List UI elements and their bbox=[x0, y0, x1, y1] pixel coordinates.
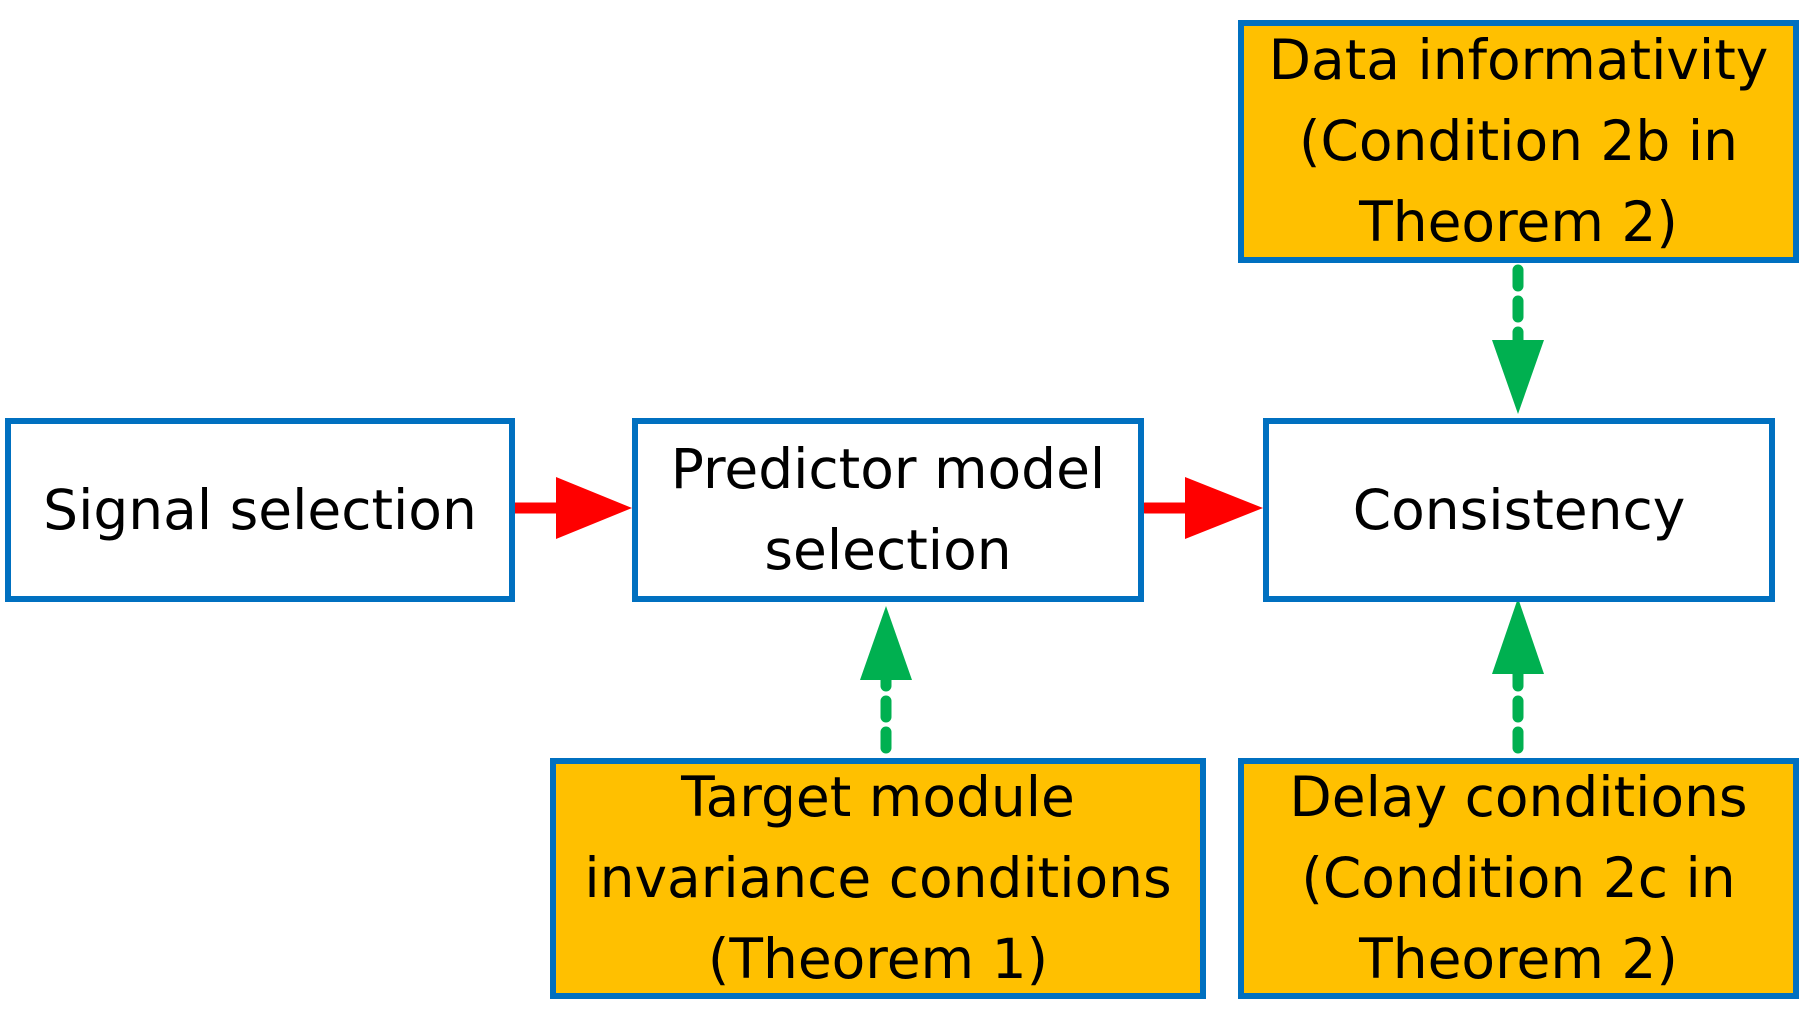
arrow-predictor-to-consistency bbox=[1139, 477, 1263, 539]
target-module-line-2: invariance conditions bbox=[584, 846, 1172, 910]
data-informativity-box: Data informativity (Condition 2b in Theo… bbox=[1238, 20, 1799, 263]
consistency-box: Consistency bbox=[1263, 418, 1775, 602]
delay-conditions-line-3: Theorem 2) bbox=[1359, 927, 1678, 991]
target-module-invariance-box: Target module invariance conditions (The… bbox=[550, 758, 1206, 999]
arrow-data-informativity-to-consistency bbox=[1492, 264, 1544, 414]
signal-selection-text: Signal selection bbox=[43, 470, 477, 551]
predictor-model-selection-text: Predictor model selection bbox=[671, 429, 1105, 591]
delay-conditions-box: Delay conditions (Condition 2c in Theore… bbox=[1238, 758, 1799, 999]
data-informativity-line-3: Theorem 2) bbox=[1359, 190, 1678, 254]
target-module-line-3: (Theorem 1) bbox=[707, 927, 1049, 991]
delay-conditions-text: Delay conditions (Condition 2c in Theore… bbox=[1289, 757, 1747, 1000]
predictor-model-selection-box: Predictor model selection bbox=[632, 418, 1144, 602]
signal-selection-line-1: Signal selection bbox=[43, 477, 477, 542]
data-informativity-line-2: (Condition 2b in bbox=[1299, 109, 1738, 173]
predictor-model-selection-line-2: selection bbox=[764, 518, 1012, 582]
predictor-model-selection-line-1: Predictor model bbox=[670, 437, 1106, 501]
target-module-line-1: Target module bbox=[681, 765, 1075, 829]
arrow-signal-to-predictor bbox=[506, 477, 632, 539]
data-informativity-text: Data informativity (Condition 2b in Theo… bbox=[1269, 20, 1769, 263]
delay-conditions-line-2: (Condition 2c in bbox=[1301, 846, 1736, 910]
delay-conditions-line-1: Delay conditions bbox=[1289, 765, 1748, 829]
data-informativity-line-1: Data informativity bbox=[1268, 28, 1769, 92]
arrow-delay-conditions-to-consistency bbox=[1492, 598, 1544, 754]
signal-selection-box: Signal selection bbox=[5, 418, 515, 602]
consistency-line-1: Consistency bbox=[1352, 477, 1686, 542]
consistency-text: Consistency bbox=[1353, 470, 1686, 551]
target-module-invariance-text: Target module invariance conditions (The… bbox=[584, 757, 1171, 1000]
arrow-target-module-to-predictor bbox=[860, 606, 912, 754]
